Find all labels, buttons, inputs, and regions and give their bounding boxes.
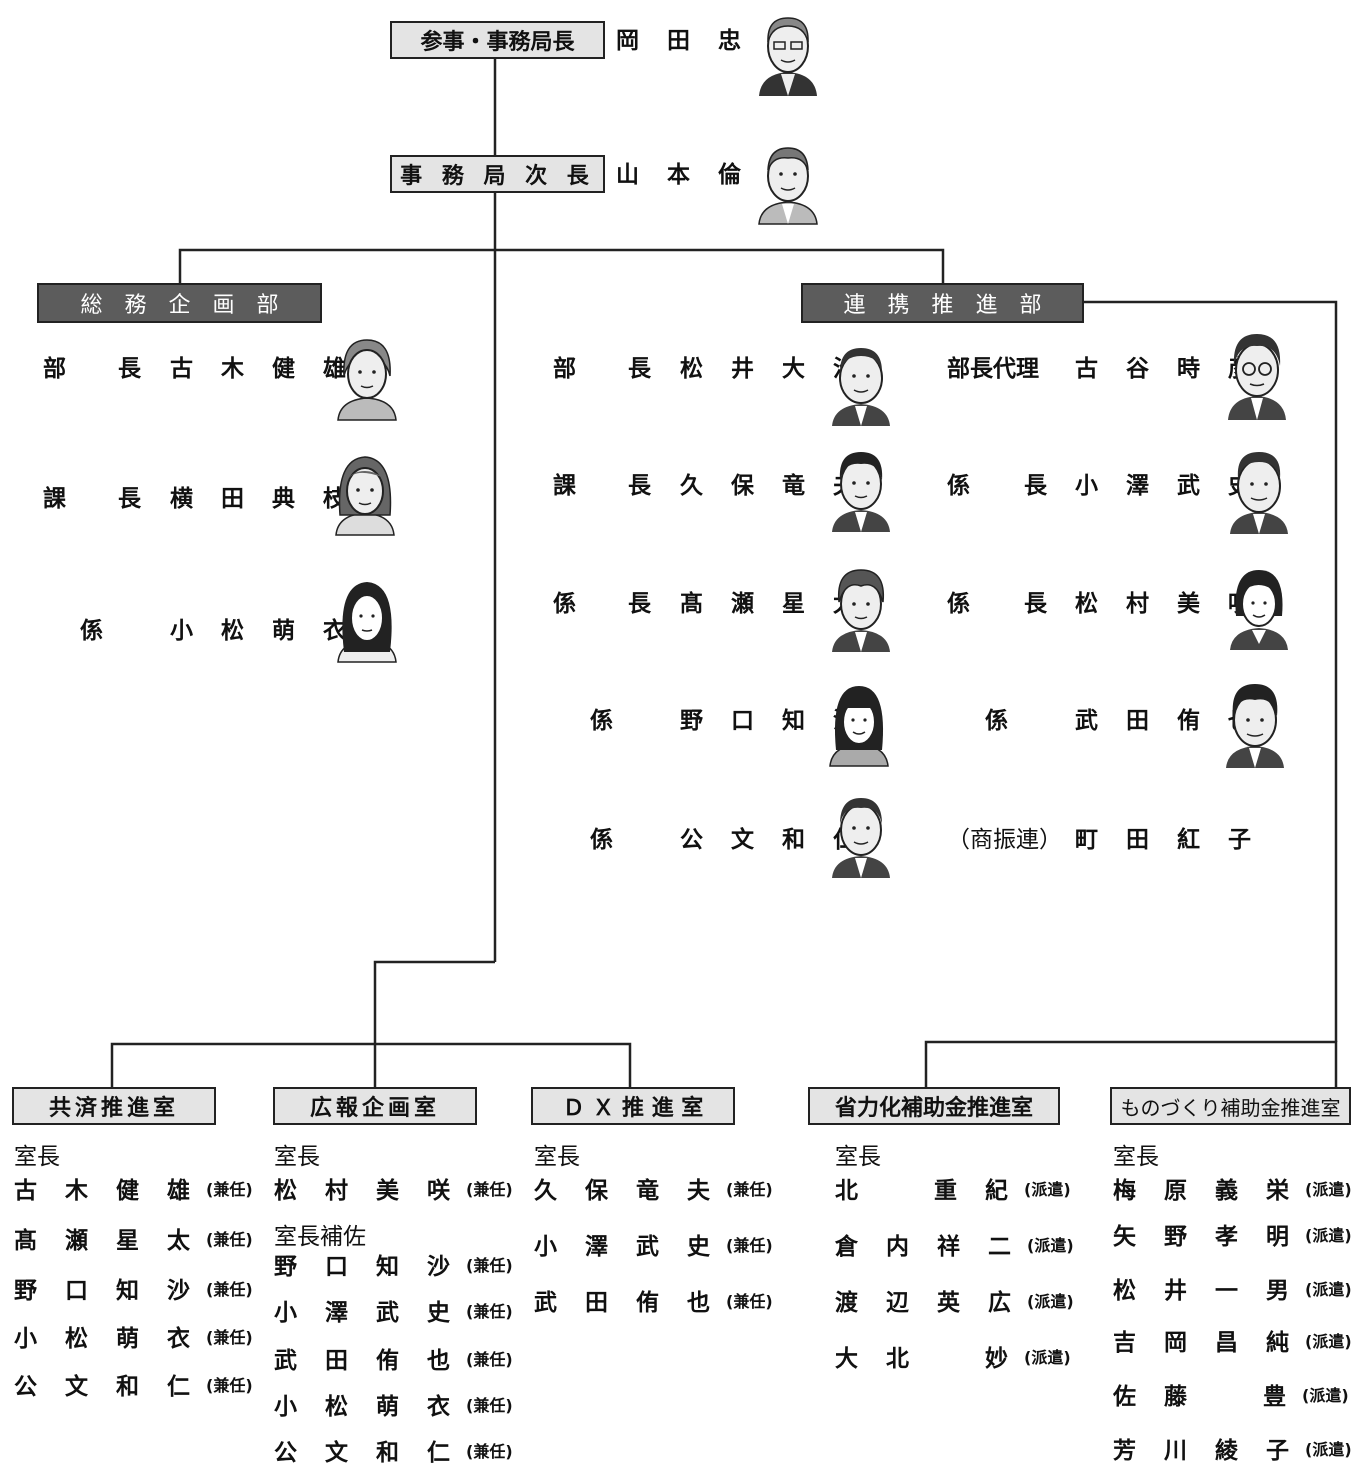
renkei-member-name: 野 口 知 沙	[680, 708, 867, 734]
monozukuri-office-box: ものづくり補助金推進室	[1110, 1087, 1351, 1125]
office-member-row: 北 重 紀(派遣)	[835, 1178, 1071, 1204]
renkei-role: 係	[985, 708, 1008, 734]
soumu-member-name: 横 田 典 枝	[170, 486, 357, 512]
soumu-member-name: 古 木 健 雄	[170, 356, 357, 382]
renkei-role-b: 長	[628, 473, 651, 499]
portrait-matsui-icon	[832, 348, 890, 426]
portrait-yamamoto-icon	[758, 147, 818, 225]
renkei-member-name: 髙 瀬 星 太	[680, 591, 867, 617]
renkei-member-name: 古 谷 時 彦	[1075, 356, 1262, 382]
soumu-role: 係	[80, 618, 103, 644]
renkei-role-b: 長	[628, 356, 651, 382]
renkei-member-name: 久 保 竜 夫	[680, 473, 867, 499]
portrait-okada-icon	[759, 17, 817, 96]
portrait-yokota-icon	[335, 456, 395, 536]
soumu-member-name: 小 松 萌 衣	[170, 618, 357, 644]
office-member-row: 古 木 健 雄(兼任)	[14, 1178, 253, 1204]
renkei-role-a: 課	[553, 473, 576, 499]
office-member-row: 小 松 萌 衣(兼任)	[14, 1326, 253, 1352]
office-member-row: 大 北 妙(派遣)	[835, 1346, 1071, 1372]
portrait-takase-icon	[832, 569, 890, 652]
office-row-label: 室長	[14, 1144, 60, 1170]
office-member-row: 渡 辺 英 広(派遣)	[835, 1290, 1074, 1316]
renkei-member-name: 町 田 紅 子	[1075, 827, 1262, 853]
renkei-role: 係	[590, 708, 613, 734]
renkei-role: 部長代理	[947, 356, 1039, 382]
office-member-row: 倉 内 祥 二(派遣)	[835, 1234, 1074, 1260]
office-member-row: 芳 川 綾 子(派遣)	[1113, 1438, 1351, 1464]
office-member-row: 吉 岡 昌 純(派遣)	[1113, 1330, 1351, 1356]
renkei-member-name: 小 澤 武 史	[1075, 473, 1262, 499]
office-member-row: 小 松 萌 衣(兼任)	[274, 1394, 513, 1420]
office-member-row: 髙 瀬 星 太(兼任)	[14, 1228, 253, 1254]
office-row-label: 室長	[274, 1144, 320, 1170]
renkei-role-b: 長	[628, 591, 651, 617]
office-row-label: 室長	[835, 1144, 881, 1170]
portrait-noguchi-icon	[829, 686, 889, 767]
portrait-matsumura-icon	[1230, 570, 1288, 650]
portrait-ozawa-icon	[1230, 452, 1288, 534]
renkei-member-name: 武 田 侑 也	[1075, 708, 1262, 734]
office-member-row: 佐 藤 豊(派遣)	[1113, 1384, 1349, 1410]
office-member-row: 武 田 侑 也(兼任)	[534, 1290, 773, 1316]
office-member-row: 公 文 和 仁(兼任)	[274, 1440, 513, 1466]
portrait-kubo-icon	[832, 452, 890, 532]
soumu-role-b: 長	[118, 486, 141, 512]
director-title-box: 参事・事務局長	[390, 21, 605, 59]
renkei-role-b: 長	[1024, 473, 1047, 499]
soumu-role-b: 長	[118, 356, 141, 382]
soumu-role-a: 部	[43, 356, 66, 382]
office-member-row: 公 文 和 仁(兼任)	[14, 1374, 253, 1400]
renkei-role-a: 部	[553, 356, 576, 382]
renkei-member-name: 公 文 和 仁	[680, 827, 867, 853]
renkei-role: 係	[590, 827, 613, 853]
office-row-label: 室長補佐	[274, 1224, 366, 1250]
office-member-row: 小 澤 武 史(兼任)	[274, 1300, 513, 1326]
koho-office-box: 広報企画室	[273, 1087, 477, 1125]
renkei-member-name: 松 村 美 咲	[1075, 591, 1262, 617]
deputy-name: 山 本 倫 久	[616, 162, 803, 188]
shoryokuka-office-box: 省力化補助金推進室	[808, 1087, 1060, 1125]
renkei-role-a: 係	[947, 473, 970, 499]
office-member-row: 野 口 知 沙(兼任)	[274, 1254, 513, 1280]
renkei-role-shoshinren: （商振連）	[947, 827, 1062, 853]
office-row-label: 室長	[1113, 1144, 1159, 1170]
portrait-furuki-icon	[337, 339, 397, 421]
office-member-row: 矢 野 孝 明(派遣)	[1113, 1224, 1351, 1250]
renkei-role-a: 係	[553, 591, 576, 617]
renkei-suishin-dept-box: 連 携 推 進 部	[801, 283, 1084, 323]
renkei-member-name: 松 井 大 治	[680, 356, 867, 382]
office-member-row: 梅 原 義 栄(派遣)	[1113, 1178, 1351, 1204]
director-name: 岡 田 忠 明	[616, 28, 803, 54]
office-member-row: 小 澤 武 史(兼任)	[534, 1234, 773, 1260]
portrait-kumon-icon	[832, 798, 890, 878]
kyosai-office-box: 共済推進室	[12, 1087, 216, 1125]
dx-office-box: Ｄ Ｘ 推 進 室	[531, 1087, 735, 1125]
portrait-takeda-icon	[1226, 684, 1284, 768]
office-member-row: 野 口 知 沙(兼任)	[14, 1278, 253, 1304]
office-member-row: 松 井 一 男(派遣)	[1113, 1278, 1351, 1304]
office-member-row: 久 保 竜 夫(兼任)	[534, 1178, 773, 1204]
office-member-row: 松 村 美 咲(兼任)	[274, 1178, 513, 1204]
portrait-komatsu-icon	[337, 582, 397, 663]
renkei-role-a: 係	[947, 591, 970, 617]
office-row-label: 室長	[534, 1144, 580, 1170]
soumu-kikaku-dept-box: 総 務 企 画 部	[37, 283, 322, 323]
office-member-row: 武 田 侑 也(兼任)	[274, 1348, 513, 1374]
renkei-role-b: 長	[1024, 591, 1047, 617]
portrait-furuya-icon	[1228, 334, 1286, 420]
soumu-role-a: 課	[43, 486, 66, 512]
deputy-title-box: 事 務 局 次 長	[390, 155, 605, 193]
